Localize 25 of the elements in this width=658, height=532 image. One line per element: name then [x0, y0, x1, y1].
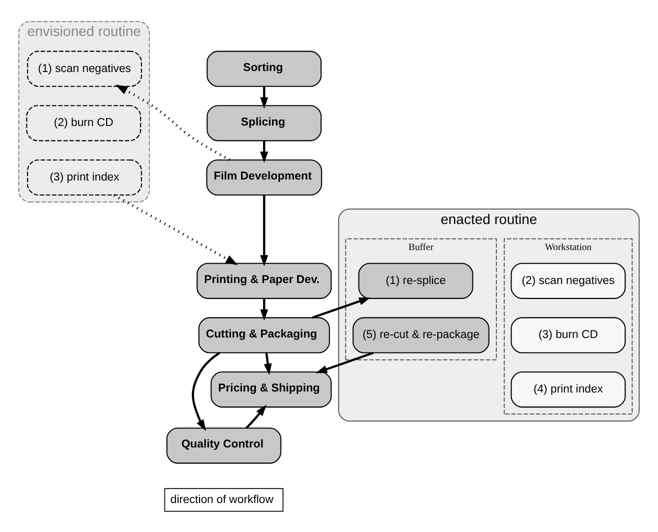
arrow	[260, 298, 268, 321]
node-box: Cutting & Packaging	[198, 317, 330, 354]
node-box: Printing & Paper Dev.	[196, 262, 332, 299]
arrow	[264, 352, 272, 376]
arrow	[246, 404, 266, 429]
arrow	[115, 84, 230, 161]
node-box: (1) re-splice	[358, 262, 474, 299]
arrow	[260, 140, 268, 164]
arrow	[312, 297, 370, 319]
node-box: Quality Control	[166, 428, 282, 464]
arrow	[260, 195, 268, 267]
node-box: Pricing & Shipping	[210, 372, 332, 408]
node-box: (2) scan negatives	[510, 262, 626, 299]
node-box: (2) burn CD	[26, 105, 142, 142]
node-box: Sorting	[206, 50, 322, 87]
node-box: (1) scan negatives	[27, 50, 142, 87]
node-box: (3) print index	[27, 159, 142, 196]
node-box: (3) burn CD	[510, 317, 626, 354]
node-box: Splicing	[206, 105, 322, 142]
node-box: Film Development	[206, 159, 322, 196]
arrow	[260, 86, 268, 109]
node-box: (5) re-cut & re-package	[352, 317, 490, 354]
node-box: (4) print index	[510, 372, 626, 408]
legend-label: direction of workflow	[170, 494, 274, 506]
arrow	[192, 352, 220, 431]
